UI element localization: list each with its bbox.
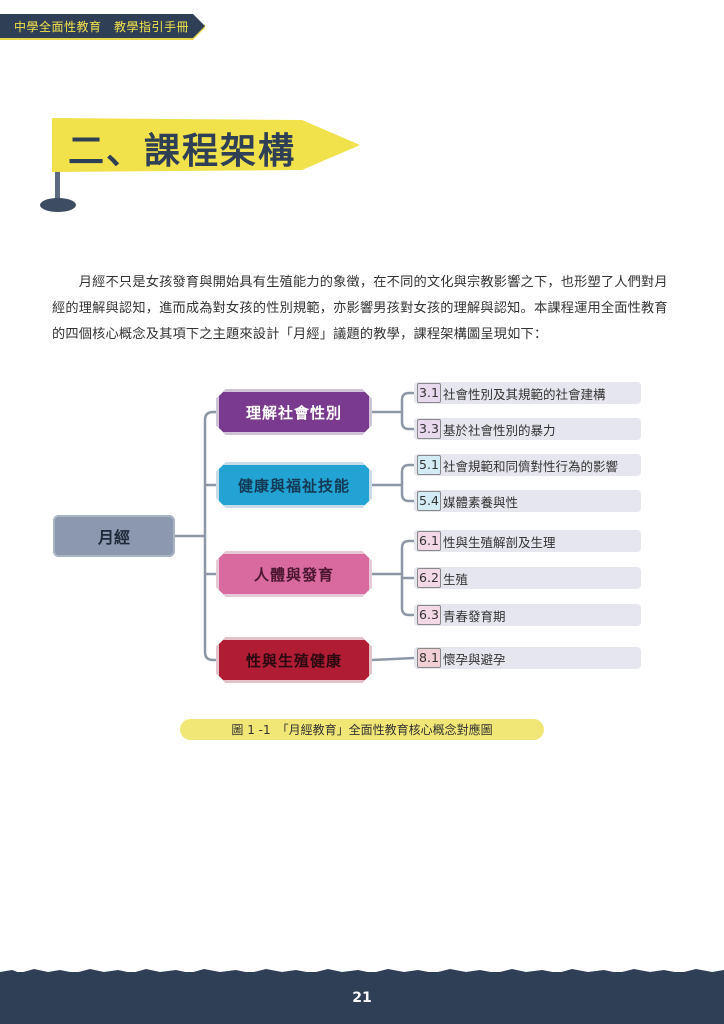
topic-text: 基於社會性別的暴力 [443,422,556,438]
body-line: 月經不只是女孩發育與開始具有生殖能力的象徵，在不同的文化與宗教影響之下，也形塑了… [52,275,668,290]
topic-text: 社會規範和同儕對性行為的影響 [443,458,619,474]
topic-item: 5.1 社會規範和同儕對性行為的影響 [414,454,641,476]
flag-pole-icon [55,168,60,202]
topic-code: 8.1 [417,648,441,668]
topic-text: 懷孕與避孕 [443,651,506,667]
section-title: 二、課程架構 [68,131,297,172]
header-tab: 中學全面性教育 教學指引手冊 [0,14,205,38]
page-footer [0,972,724,1024]
page-number: 21 [352,990,372,1006]
topic-code: 5.1 [417,455,441,475]
flag-base-icon [40,198,76,212]
topic-item: 3.3 基於社會性別的暴力 [414,418,641,440]
topic-item: 3.1 社會性別及其規範的社會建構 [414,382,641,404]
mindmap-root-node: 月經 [53,515,175,557]
topic-code: 5.4 [417,491,441,511]
category-node-health-skills: 健康與福祉技能 [216,462,372,508]
topic-text: 青春發育期 [443,608,506,624]
topic-code: 3.3 [417,419,441,439]
topic-code: 6.2 [417,568,441,588]
topic-text: 媒體素養與性 [443,494,519,510]
category-node-reproductive-health: 性與生殖健康 [216,637,372,683]
body-line: 的四個核心概念及其項下之主題來設計「月經」議題的教學，課程架構圖呈現如下： [52,327,548,342]
body-paragraph: 月經不只是女孩發育與開始具有生殖能力的象徵，在不同的文化與宗教影響之下，也形塑了… [52,270,674,348]
header-title: 中學全面性教育 教學指引手冊 [14,20,190,34]
topic-item: 5.4 媒體素養與性 [414,490,641,512]
topic-code: 6.3 [417,605,441,625]
topic-text: 社會性別及其規範的社會建構 [443,386,606,402]
category-node-human-body: 人體與發育 [216,551,372,597]
topic-code: 6.1 [417,531,441,551]
category-node-gender: 理解社會性別 [216,389,372,435]
figure-caption: 圖 1 -1 「月經教育」全面性教育核心概念對應圖 [180,719,544,740]
topic-code: 3.1 [417,383,441,403]
topic-item: 8.1 懷孕與避孕 [414,647,641,669]
topic-text: 性與生殖解剖及生理 [443,534,556,550]
topic-item: 6.3 青春發育期 [414,604,641,626]
topic-item: 6.1 性與生殖解剖及生理 [414,530,641,552]
section-flag [52,118,360,172]
topic-text: 生殖 [443,571,469,587]
topic-item: 6.2 生殖 [414,567,641,589]
body-line: 經的理解與認知，進而成為對女孩的性別規範，亦影響男孩對女孩的理解與認知。本課程運… [52,301,668,316]
